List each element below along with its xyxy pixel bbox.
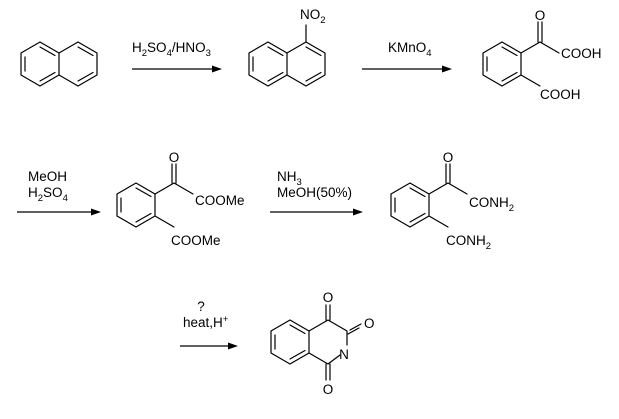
amide-group-label-lower: CONH2: [446, 233, 491, 252]
reagent-nitration: H2SO4/HNO3: [132, 40, 211, 59]
compound-keto-diamide: O CONH2 CONH2: [390, 150, 514, 252]
arrow-head-2: [442, 65, 452, 73]
reaction-step-5: ? heat,H+: [180, 299, 238, 350]
compound-naphthalene: [20, 41, 98, 87]
reagent-sulfuric-acid: H2SO4: [28, 185, 68, 204]
reaction-step-4: NH3 MeOH(50%): [270, 169, 363, 216]
reaction-step-3: MeOH H2SO4: [17, 169, 101, 216]
reagent-heat-acid: heat,H+: [183, 314, 229, 330]
ketone-oxygen-label-top: O: [323, 290, 334, 305]
nitro-group-label: NO2: [300, 7, 326, 26]
compound-keto-diester: O COOMe COOMe: [116, 150, 245, 248]
imide-oxygen-label-bottom: O: [323, 382, 334, 397]
reaction-step-2: KMnO4: [362, 40, 452, 73]
acid-group-label-lower: COOH: [540, 87, 581, 102]
ester-group-label-upper: COOMe: [195, 193, 245, 208]
amide-group-label-upper: CONH2: [469, 195, 514, 214]
compound-isoquinoline-trione: O O N O: [270, 290, 375, 397]
acid-group-label-upper: COOH: [561, 46, 602, 61]
arrow-head-1: [212, 65, 222, 73]
arrow-head-5: [228, 342, 238, 350]
compound-1-nitronaphthalene: NO2: [248, 7, 326, 87]
compound-keto-diacid: O COOH COOH: [482, 8, 602, 102]
ketone-oxygen-label: O: [535, 8, 546, 23]
reagent-unknown: ?: [197, 299, 205, 314]
ketone-oxygen-label: O: [169, 150, 180, 165]
reagent-methanol: MeOH: [28, 169, 67, 184]
reagent-aqueous-methanol: MeOH(50%): [277, 185, 352, 200]
reagent-oxidant: KMnO4: [388, 40, 432, 59]
reaction-step-1: H2SO4/HNO3: [132, 40, 222, 73]
imide-oxygen-label-right: O: [364, 316, 375, 331]
reagent-ammonia: NH3: [277, 169, 302, 188]
ketone-oxygen-label: O: [443, 150, 454, 165]
imide-nitrogen-label: N: [339, 347, 349, 362]
arrow-head-4: [353, 208, 363, 216]
ester-group-label-lower: COOMe: [171, 233, 221, 248]
arrow-head-3: [91, 208, 101, 216]
